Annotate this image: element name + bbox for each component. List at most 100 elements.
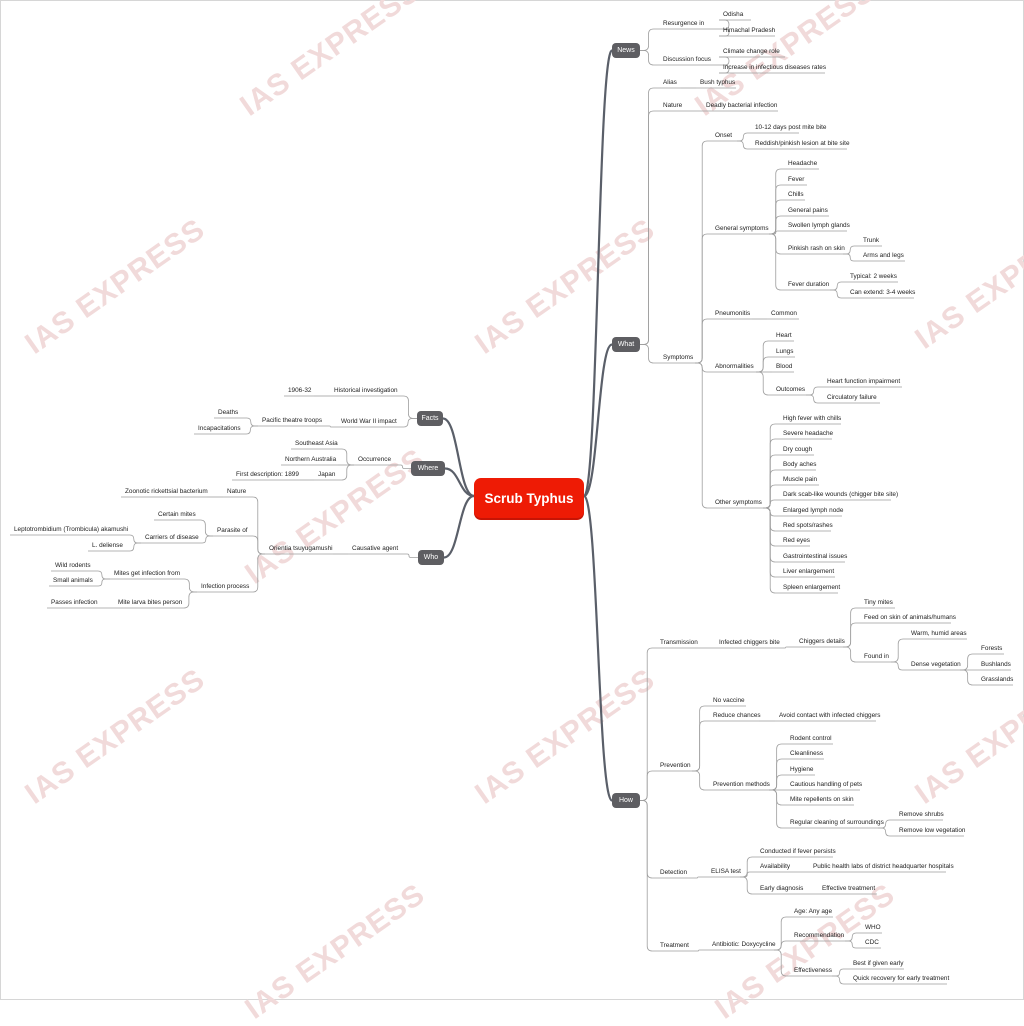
node-deaths[interactable]: Deaths xyxy=(218,409,239,416)
node-zoonotic-rickettsial-bacterium[interactable]: Zoonotic rickettsial bacterium xyxy=(125,488,208,495)
node-trunk[interactable]: Trunk xyxy=(863,237,880,244)
node-heart[interactable]: Heart xyxy=(776,332,792,339)
node-odisha[interactable]: Odisha xyxy=(723,11,744,18)
node-lungs[interactable]: Lungs xyxy=(776,348,794,355)
node-world-war-ii-impact[interactable]: World War II impact xyxy=(341,418,397,425)
node-dry-cough[interactable]: Dry cough xyxy=(783,446,813,453)
node-certain-mites[interactable]: Certain mites xyxy=(158,511,196,518)
node-fever[interactable]: Fever xyxy=(788,176,805,183)
node-liver-enlargement[interactable]: Liver enlargement xyxy=(783,568,835,575)
node-northern-australia[interactable]: Northern Australia xyxy=(285,456,337,463)
node-wild-rodents[interactable]: Wild rodents xyxy=(55,562,91,569)
node-tiny-mites[interactable]: Tiny mites xyxy=(864,599,893,606)
node-increase-in-infectious-diseases-rates[interactable]: Increase in infectious diseases rates xyxy=(723,64,827,71)
node-pneumonitis[interactable]: Pneumonitis xyxy=(715,310,751,317)
node-swollen-lymph-glands[interactable]: Swollen lymph glands xyxy=(788,222,850,229)
central-topic[interactable]: Scrub Typhus xyxy=(474,478,584,518)
node-warm-humid-areas[interactable]: Warm, humid areas xyxy=(911,630,967,637)
node-general-symptoms[interactable]: General symptoms xyxy=(715,225,769,232)
node-other-symptoms[interactable]: Other symptoms xyxy=(715,499,762,506)
branch-how[interactable]: How xyxy=(612,793,640,808)
node-age-any-age[interactable]: Age: Any age xyxy=(794,908,833,915)
node-quick-recovery-for-early-treatment[interactable]: Quick recovery for early treatment xyxy=(853,975,950,982)
node-reduce-chances[interactable]: Reduce chances xyxy=(713,712,761,719)
branch-where[interactable]: Where xyxy=(411,461,445,476)
node-himachal-pradesh[interactable]: Himachal Pradesh xyxy=(723,27,776,34)
node-red-eyes[interactable]: Red eyes xyxy=(783,537,810,544)
node-muscle-pain[interactable]: Muscle pain xyxy=(783,476,818,483)
node-detection[interactable]: Detection xyxy=(660,869,687,876)
node-small-animals[interactable]: Small animals xyxy=(53,577,93,584)
node-dark-scab-like-wounds-chigger-bite-site[interactable]: Dark scab-like wounds (chigger bite site… xyxy=(783,491,899,498)
node-red-spots-rashes[interactable]: Red spots/rashes xyxy=(783,522,833,529)
node-transmission[interactable]: Transmission xyxy=(660,639,698,646)
node-availability[interactable]: Availability xyxy=(760,863,791,870)
node-pacific-theatre-troops[interactable]: Pacific theatre troops xyxy=(262,417,323,424)
node-treatment[interactable]: Treatment xyxy=(660,942,689,949)
node-blood[interactable]: Blood xyxy=(776,363,793,370)
node-infected-chiggers-bite[interactable]: Infected chiggers bite xyxy=(719,639,780,646)
node-deadly-bacterial-infection[interactable]: Deadly bacterial infection xyxy=(706,102,778,109)
node-elisa-test[interactable]: ELISA test xyxy=(711,868,741,875)
node-headache[interactable]: Headache xyxy=(788,160,818,167)
node-resurgence-in[interactable]: Resurgence in xyxy=(663,20,705,27)
node-who[interactable]: WHO xyxy=(865,924,881,931)
node-reddish-pinkish-lesion-at-bite-site[interactable]: Reddish/pinkish lesion at bite site xyxy=(755,140,850,147)
node-causative-agent[interactable]: Causative agent xyxy=(352,545,399,552)
node-bush-typhus[interactable]: Bush typhus xyxy=(700,79,736,86)
node-mites-get-infection-from[interactable]: Mites get infection from xyxy=(114,570,181,577)
node-cdc[interactable]: CDC xyxy=(865,939,879,946)
node-1906-32[interactable]: 1906-32 xyxy=(288,387,312,394)
node-southeast-asia[interactable]: Southeast Asia xyxy=(295,440,338,447)
node-avoid-contact-with-infected-chiggers[interactable]: Avoid contact with infected chiggers xyxy=(779,712,881,719)
node-best-if-given-early[interactable]: Best if given early xyxy=(853,960,904,967)
node-hygiene[interactable]: Hygiene xyxy=(790,766,814,773)
node-body-aches[interactable]: Body aches xyxy=(783,461,817,468)
node-infection-process[interactable]: Infection process xyxy=(201,583,250,590)
branch-facts[interactable]: Facts xyxy=(417,411,443,426)
node-bushlands[interactable]: Bushlands xyxy=(981,661,1011,668)
node-cautious-handling-of-pets[interactable]: Cautious handling of pets xyxy=(790,781,863,788)
node-found-in[interactable]: Found in xyxy=(864,653,889,660)
node-circulatory-failure[interactable]: Circulatory failure xyxy=(827,394,877,401)
node-japan[interactable]: Japan xyxy=(318,471,336,478)
node-orientia-tsuyugamushi[interactable]: Orientia tsuyugamushi xyxy=(269,545,333,552)
branch-who[interactable]: Who xyxy=(418,550,444,565)
node-nature[interactable]: Nature xyxy=(663,102,683,109)
node-typical-2-weeks[interactable]: Typical: 2 weeks xyxy=(850,273,897,280)
node-parasite-of[interactable]: Parasite of xyxy=(217,527,248,534)
branch-what[interactable]: What xyxy=(612,337,640,352)
node-chills[interactable]: Chills xyxy=(788,191,804,198)
node-carriers-of-disease[interactable]: Carriers of disease xyxy=(145,534,199,541)
node-grasslands[interactable]: Grasslands xyxy=(981,676,1014,683)
node-prevention-methods[interactable]: Prevention methods xyxy=(713,781,770,788)
node-occurrence[interactable]: Occurrence xyxy=(358,456,392,463)
node-mite-repellents-on-skin[interactable]: Mite repellents on skin xyxy=(790,796,854,803)
node-pinkish-rash-on-skin[interactable]: Pinkish rash on skin xyxy=(788,245,845,252)
node-first-description-1899[interactable]: First description: 1899 xyxy=(236,471,299,478)
node-mite-larva-bites-person[interactable]: Mite larva bites person xyxy=(118,599,183,606)
node-dense-vegetation[interactable]: Dense vegetation xyxy=(911,661,961,668)
node-effectiveness[interactable]: Effectiveness xyxy=(794,967,832,974)
node-10-12-days-post-mite-bite[interactable]: 10-12 days post mite bite xyxy=(755,124,827,131)
node-alias[interactable]: Alias xyxy=(663,79,677,86)
node-spleen-enlargement[interactable]: Spleen enlargement xyxy=(783,584,841,591)
node-feed-on-skin-of-animals-humans[interactable]: Feed on skin of animals/humans xyxy=(864,614,957,621)
node-prevention[interactable]: Prevention xyxy=(660,762,691,769)
node-common[interactable]: Common xyxy=(771,310,797,317)
node-regular-cleaning-of-surroundings[interactable]: Regular cleaning of surroundings xyxy=(790,819,884,826)
node-historical-investigation[interactable]: Historical investigation xyxy=(334,387,398,394)
node-passes-infection[interactable]: Passes infection xyxy=(51,599,98,606)
node-recommendation[interactable]: Recommendation xyxy=(794,932,845,939)
node-enlarged-lymph-node[interactable]: Enlarged lymph node xyxy=(783,507,844,514)
branch-news[interactable]: News xyxy=(612,43,640,58)
node-arms-and-legs[interactable]: Arms and legs xyxy=(863,252,904,259)
node-discussion-focus[interactable]: Discussion focus xyxy=(663,56,711,63)
node-gastrointestinal-issues[interactable]: Gastrointestinal issues xyxy=(783,553,848,560)
node-rodent-control[interactable]: Rodent control xyxy=(790,735,832,742)
node-fever-duration[interactable]: Fever duration xyxy=(788,281,830,288)
node-conducted-if-fever-persists[interactable]: Conducted if fever persists xyxy=(760,848,836,855)
node-general-pains[interactable]: General pains xyxy=(788,207,828,214)
node-symptoms[interactable]: Symptoms xyxy=(663,354,694,361)
node-incapacitations[interactable]: Incapacitations xyxy=(198,425,241,432)
